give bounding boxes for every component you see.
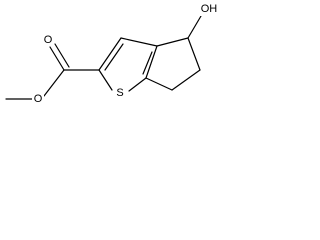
bond-c6-c6a xyxy=(145,77,173,91)
bond-carbonyl-double-a xyxy=(49,46,65,71)
molecule-structure: O O S OH xyxy=(5,2,220,106)
bond-c3a-c6a xyxy=(145,45,158,79)
ester-oxygen-label: O xyxy=(34,93,43,105)
carbonyl-oxygen-label: O xyxy=(44,34,53,46)
sulfur-label: S xyxy=(116,87,123,99)
bond-c4-c5 xyxy=(187,37,201,71)
bond-c2-c3-inner xyxy=(104,43,124,71)
bond-c3a-c6a-inner xyxy=(142,51,153,75)
bond-s1-c6a xyxy=(128,77,147,92)
bond-c5-c6 xyxy=(171,69,201,91)
bond-carbonyl-double-b xyxy=(54,43,70,68)
hydroxyl-label: OH xyxy=(201,3,218,15)
bond-c2-s1 xyxy=(98,69,113,91)
bond-c4-hydroxyl xyxy=(187,15,202,39)
bond-c3a-c4 xyxy=(156,37,189,47)
bond-c3-c3a xyxy=(120,37,158,47)
bond-c2-c3 xyxy=(98,37,122,71)
bond-ester-oxygen-carbonyl xyxy=(43,69,65,97)
